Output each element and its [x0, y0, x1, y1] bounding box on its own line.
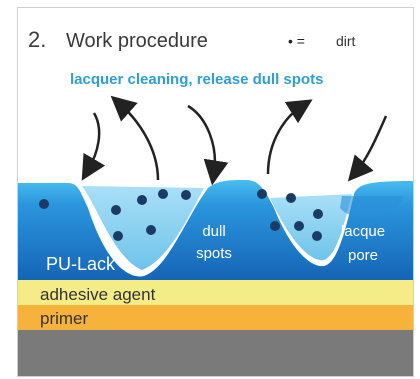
- pu-lack-label: PU-Lack: [46, 254, 116, 274]
- primer-layer: [18, 305, 413, 330]
- page-title: Work procedure: [66, 30, 208, 52]
- lacque-pore-label-line1: lacque: [341, 223, 385, 240]
- lacquer-layer: [18, 180, 413, 280]
- arrow-down-1: [81, 112, 106, 181]
- adhesive-layer: [18, 280, 413, 305]
- legend-label: dirt: [336, 33, 356, 49]
- lacquer-pore: [340, 196, 404, 219]
- arrow-down-3: [347, 115, 388, 182]
- arrow-up-1: [110, 95, 160, 181]
- arrow-up-2: [266, 99, 313, 175]
- dull-spots-label-line2: spots: [196, 245, 232, 262]
- dull-spots-label-line1: dull: [202, 223, 225, 240]
- subtitle: lacquer cleaning, release dull spots: [70, 71, 323, 88]
- dirt-particles: [39, 189, 323, 241]
- process-arrows: [81, 95, 388, 186]
- work-procedure-diagram: 2. Work procedure • = dirt lacquer clean…: [18, 27, 413, 376]
- lacque-pore-label-line2: pore: [348, 247, 378, 264]
- step-number: 2.: [28, 27, 46, 52]
- dirt-pit-right: [270, 194, 352, 261]
- diagram-frame: 2. Work procedure • = dirt lacquer clean…: [17, 7, 414, 377]
- arrow-down-2: [187, 104, 229, 186]
- adhesive-label: adhesive agent: [40, 285, 156, 304]
- primer-label: primer: [40, 309, 89, 328]
- legend-symbol: • =: [288, 33, 305, 49]
- substrate-layer: [18, 330, 413, 376]
